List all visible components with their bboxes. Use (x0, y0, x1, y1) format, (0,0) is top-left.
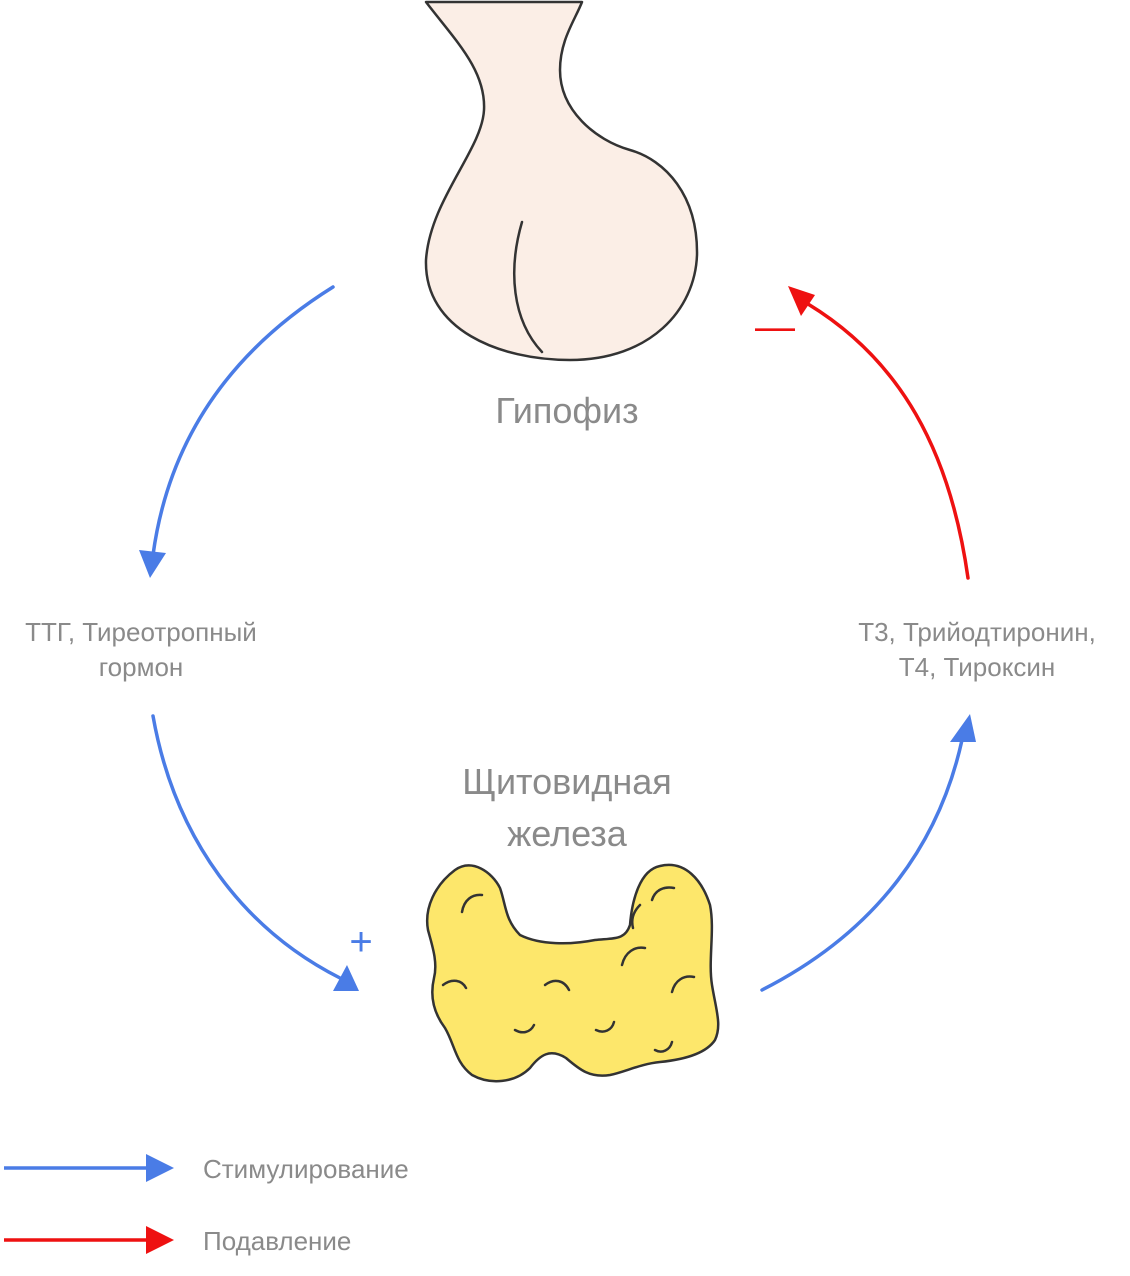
legend-stimulation-label: Стимулирование (203, 1154, 409, 1184)
legend-item-suppression: Подавление (4, 1226, 351, 1256)
legend: Стимулирование Подавление (4, 1154, 409, 1256)
thyroid-gland-illustration (425, 863, 720, 1083)
legend-suppression-arrowhead (146, 1226, 174, 1254)
legend-item-stimulation: Стимулирование (4, 1154, 409, 1184)
pituitary-gland-illustration (424, 0, 699, 362)
thyroid-texture-mark (620, 946, 647, 967)
arrow-tsh-to-thyroid (151, 714, 359, 991)
thyroid-texture-mark (543, 979, 571, 992)
pituitary-lobe-line (513, 220, 544, 354)
thyroid-texture-mark (653, 1040, 674, 1053)
arrow-t3t4-to-pituitary (788, 286, 970, 580)
thyroid-texture-mark (513, 1023, 536, 1034)
t3t4-label-line1: Т3, Трийодтиронин, (858, 617, 1096, 647)
thyroid-texture-mark (594, 1020, 616, 1033)
tsh-label-line2: гормон (99, 652, 184, 682)
thyroid-texture-mark (670, 975, 696, 994)
thyroid-shape (425, 863, 720, 1083)
thyroid-texture-mark (631, 903, 642, 930)
thyroid-label-line1: Щитовидная (462, 761, 672, 802)
legend-suppression-label: Подавление (203, 1226, 351, 1256)
thyroid-label-line2: железа (507, 813, 628, 854)
pituitary-shape (424, 0, 699, 362)
arrow-thyroid-to-t3t4 (760, 714, 976, 992)
t3t4-label-line2: Т4, Тироксин (899, 652, 1056, 682)
plus-sign: + (349, 920, 372, 964)
legend-stimulation-arrowhead (146, 1154, 174, 1182)
minus-sign: — (755, 305, 795, 349)
pituitary-label: Гипофиз (495, 390, 638, 431)
thyroid-texture-mark (441, 979, 468, 990)
arrow-pituitary-to-tsh (139, 285, 335, 578)
tsh-label-line1: ТТГ, Тиреотропный (25, 617, 257, 647)
thyroid-texture-mark (650, 886, 676, 902)
thyroid-texture-mark (460, 893, 484, 914)
